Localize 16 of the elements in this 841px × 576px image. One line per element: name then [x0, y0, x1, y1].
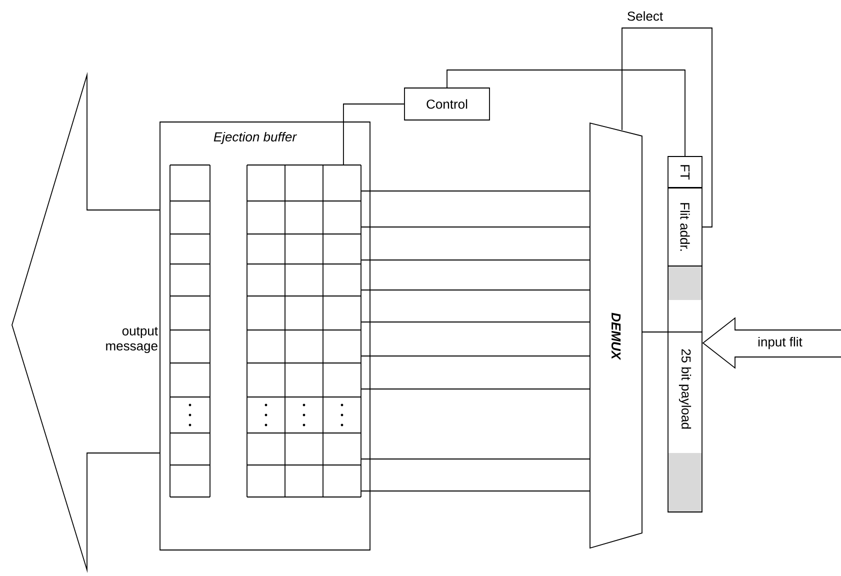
buffer-grid — [246, 164, 362, 498]
connector-line — [361, 458, 590, 460]
connector-line — [361, 388, 590, 390]
register-field: FT — [668, 156, 702, 188]
register-field: Flit addr. — [668, 188, 702, 266]
register-field: 25 bit payload — [668, 266, 702, 512]
buffer-grid — [170, 164, 210, 498]
connector-line — [343, 104, 404, 165]
buffer-box: Ejection buffer — [160, 122, 370, 550]
edge-label: Select — [628, 11, 663, 21]
control-box: Control — [404, 88, 490, 120]
connector-line — [361, 190, 590, 192]
connector-line — [361, 226, 590, 228]
connector-line — [446, 70, 686, 156]
connector-line — [361, 490, 590, 492]
connector-line — [622, 28, 712, 228]
